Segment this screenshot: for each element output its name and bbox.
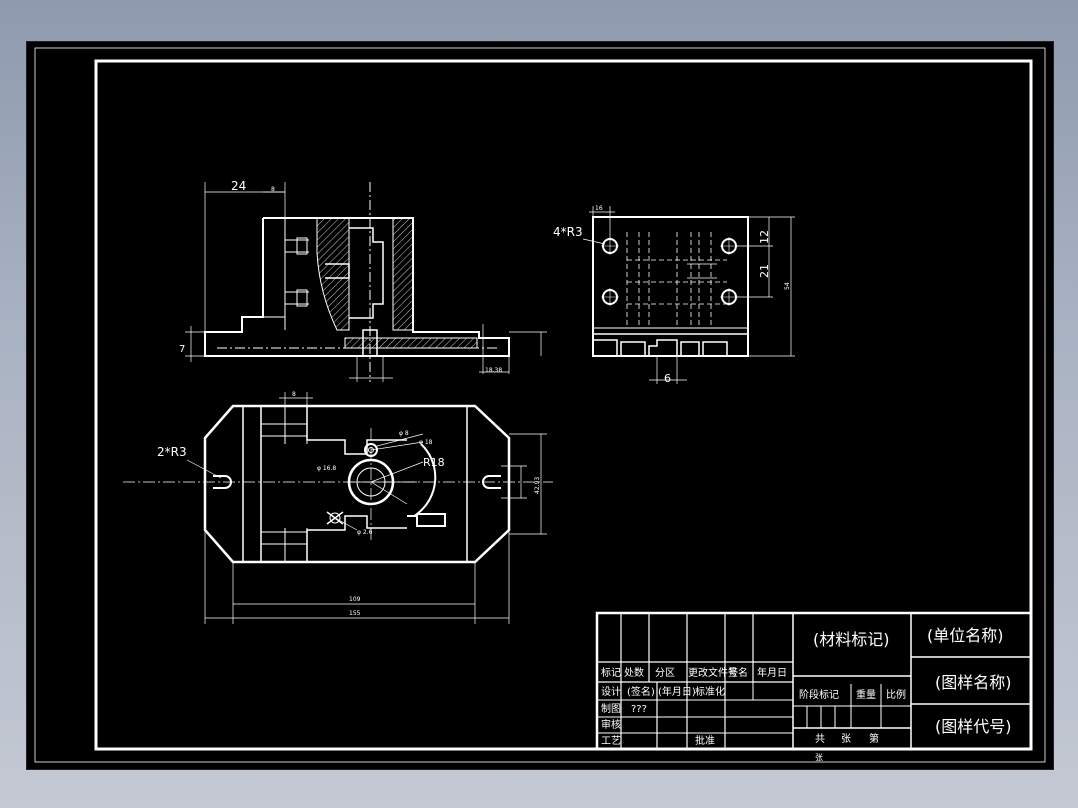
tb-approve: 批准 — [695, 734, 715, 747]
dim-d-16: φ 16.8 — [317, 465, 336, 472]
tb-header-zone: 分区 — [655, 667, 675, 679]
tb-design-date: (年月日) — [658, 685, 696, 698]
title-block: 标记 处数 分区 更改文件号 签名 年月日 设计 (签名) (年月日) 标准化 … — [595, 611, 1033, 762]
tb-sheet-no: 第 — [869, 732, 879, 745]
dim-bottom-right: 18.38 — [485, 367, 502, 374]
dim-side-21: 21 — [758, 264, 771, 278]
dim-left-height: 7 — [179, 344, 185, 355]
tb-sheets-label: 张 — [841, 733, 851, 745]
tb-drawing-code: (图样代号) — [935, 717, 1012, 736]
inner-border — [34, 47, 1046, 763]
dim-d-18: φ 18 — [419, 439, 433, 446]
tb-header-date: 年月日 — [757, 666, 787, 679]
tb-process: 工艺 — [601, 735, 621, 747]
dim-d-bottom: φ 2.6 — [357, 529, 373, 536]
tb-review: 审核 — [601, 718, 621, 731]
tb-drawing-name: (图样名称) — [935, 673, 1012, 692]
tb-stage-mark: 阶段标记 — [799, 688, 839, 701]
dim-plan-total-width: 155 — [349, 610, 361, 617]
tb-sheets-total: 共 — [815, 733, 825, 745]
dim-slot-label: 2*R3 — [157, 445, 187, 459]
dim-plan-right: 42.93 — [534, 477, 541, 494]
plan-view: 2*R3 φ 8 φ 18 φ 16.8 R18 φ 2.6 8 42.93 1… — [123, 391, 553, 624]
dim-side-total: 54 — [784, 282, 791, 290]
tb-header-count: 处数 — [624, 666, 644, 679]
dim-hole-label: 4*R3 — [553, 225, 583, 239]
tb-sheet-suffix: 张 — [815, 753, 823, 762]
tb-company: (单位名称) — [927, 626, 1004, 645]
tb-weight: 重量 — [856, 688, 876, 701]
dim-top-width: 24 — [231, 179, 246, 193]
tb-drawing-label: 制图 — [601, 702, 621, 715]
dim-top-small: 8 — [271, 186, 275, 193]
drawing-sheet: 24 8 7 18.38 — [26, 41, 1054, 770]
dim-plan-top-small: 8 — [292, 391, 296, 398]
tb-standardization: 标准化 — [695, 685, 725, 698]
tb-header-mark: 标记 — [601, 667, 621, 679]
dim-plan-inner-width: 109 — [349, 596, 361, 603]
tb-design-signature: (签名) — [627, 685, 655, 698]
dim-side-top-small: 16 — [595, 205, 603, 212]
cad-drawing-canvas: 24 8 7 18.38 — [34, 47, 1046, 763]
tb-scale: 比例 — [886, 688, 906, 701]
tb-design-label: 设计 — [601, 685, 621, 698]
tb-drawing-value: ??? — [631, 704, 647, 715]
dim-radius: R18 — [423, 456, 445, 469]
side-view: 4*R3 16 12 21 54 6 — [553, 205, 795, 385]
dim-d-small: φ 8 — [399, 430, 409, 437]
front-view: 24 8 7 18.38 — [179, 179, 547, 382]
dim-side-bottom: 6 — [664, 372, 671, 385]
tb-header-change-doc: 更改文件号 — [688, 666, 738, 679]
drawing-frame — [94, 59, 1033, 751]
tb-header-signature: 签名 — [728, 666, 748, 679]
dim-side-12: 12 — [758, 230, 771, 244]
tb-material: (材料标记) — [813, 630, 890, 649]
